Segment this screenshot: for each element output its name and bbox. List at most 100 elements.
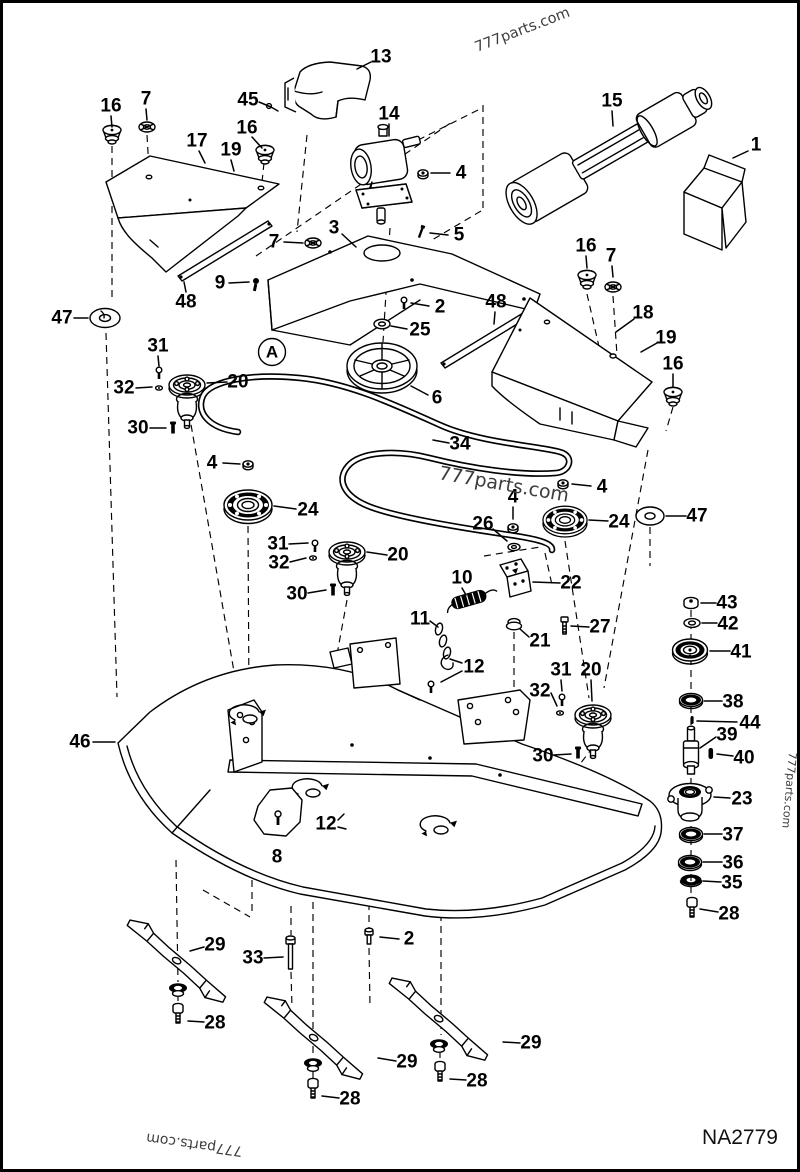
part-callout-16: 16	[100, 96, 121, 117]
washer-47-left	[89, 307, 121, 329]
part-callout-20: 20	[387, 545, 408, 566]
callout-leader-34-32	[432, 439, 450, 444]
callout-leader-31-26	[157, 355, 160, 367]
callout-leader-7-13	[283, 241, 304, 244]
section-marker-letter: A	[266, 343, 278, 362]
callout-leader-48-15	[183, 281, 187, 293]
part-callout-5: 5	[454, 225, 465, 246]
part-callout-33: 33	[242, 948, 263, 969]
flange-nut-7-a	[138, 121, 156, 133]
part-callout-48: 48	[485, 292, 506, 313]
bearing-38	[678, 692, 704, 710]
part-callout-14: 14	[378, 104, 400, 125]
wear-strip-48-left	[177, 220, 273, 282]
callout-leader-28-72	[321, 1095, 340, 1099]
callout-leader-2-16	[410, 302, 430, 307]
part-callout-4: 4	[207, 453, 218, 474]
deflector-right-18-19	[491, 297, 653, 448]
flange-nut-7-b	[304, 237, 322, 249]
part-callout-45: 45	[237, 90, 259, 111]
part-callout-30: 30	[127, 418, 148, 439]
part-callout-12: 12	[463, 657, 484, 678]
washer-42	[683, 617, 701, 629]
callout-leader-32-27	[135, 386, 153, 389]
part-callout-16: 16	[662, 354, 683, 375]
key-44	[690, 716, 694, 724]
part-callout-47: 47	[51, 308, 72, 329]
callout-leader-39-57	[699, 736, 717, 749]
part-callout-8: 8	[272, 847, 283, 868]
callout-leader-15-8	[611, 110, 614, 127]
part-callout-20: 20	[227, 372, 248, 393]
part-callout-31: 31	[267, 534, 289, 555]
callout-leader-23-59	[713, 796, 731, 799]
washer-26	[507, 542, 521, 552]
part-callout-32: 32	[113, 378, 134, 399]
chain-links-11	[434, 622, 452, 660]
callout-leader-26-35	[492, 528, 508, 542]
callout-leader-29-73	[502, 1041, 521, 1044]
part-callout-20: 20	[580, 660, 601, 681]
part-callout-46: 46	[69, 732, 90, 753]
part-callout-30: 30	[286, 584, 307, 605]
bolt-27	[560, 616, 569, 635]
part-callout-37: 37	[722, 825, 743, 846]
deflector-left-17-19	[105, 155, 280, 273]
part-callout-22: 22	[560, 573, 581, 594]
callout-leader-33-68	[263, 956, 284, 959]
callout-leader-27-46	[570, 625, 590, 628]
flange-nut-7-c	[604, 281, 622, 293]
part-callout-42: 42	[717, 614, 738, 635]
bolt-33	[285, 935, 296, 970]
part-callout-17: 17	[186, 131, 207, 152]
callout-leader-31-38	[288, 542, 309, 545]
gearbox-14	[350, 123, 421, 225]
callout-leader-30-41	[307, 589, 327, 594]
callout-leader-30-51	[553, 753, 572, 756]
bearing-housing-23	[667, 782, 713, 822]
part-callout-31: 31	[550, 660, 572, 681]
bearing-36	[677, 854, 703, 872]
pulley-41	[671, 638, 709, 665]
callout-leader-5-11	[429, 232, 449, 236]
callout-leader-44-56	[696, 720, 738, 723]
spring-10	[446, 589, 498, 614]
part-callout-19: 19	[220, 140, 241, 161]
part-callout-35: 35	[721, 873, 743, 894]
washer-25	[373, 318, 391, 330]
callout-leader-12-44	[440, 670, 463, 683]
callout-leader-7-3	[145, 108, 148, 121]
callout-leader-24-31	[273, 505, 297, 510]
part-callout-7: 7	[606, 246, 617, 267]
callout-leader-19-21	[640, 342, 658, 353]
pto-shaft-15	[505, 86, 713, 225]
part-callout-28: 28	[339, 1089, 360, 1110]
callout-leader-28-63	[699, 908, 719, 913]
part-callout-16: 16	[575, 236, 596, 257]
part-callout-43: 43	[716, 593, 737, 614]
callout-leader-4-30	[222, 462, 241, 465]
callout-leader-29-67	[189, 946, 205, 952]
assembly-dashed-lines	[105, 105, 692, 1087]
part-callout-24: 24	[608, 512, 630, 533]
part-callout-16: 16	[236, 118, 257, 139]
callout-leader-25-17	[390, 325, 408, 330]
part-callout-24: 24	[297, 500, 319, 521]
section-marker-a-1: A	[257, 337, 287, 367]
part-callout-4: 4	[508, 487, 519, 508]
washer-32-c	[555, 710, 565, 716]
part-callout-30: 30	[532, 746, 553, 767]
key-40	[708, 748, 714, 759]
washer-47-right	[635, 506, 665, 526]
part-callout-21: 21	[529, 631, 551, 652]
part-callout-6: 6	[432, 388, 443, 409]
part-callout-40: 40	[733, 748, 754, 769]
callout-leader-45-1	[258, 101, 272, 108]
callout-leader-28-70	[187, 1020, 205, 1023]
idler-pulley-24-b	[542, 505, 588, 538]
part-callout-7: 7	[269, 232, 280, 253]
part-callout-28: 28	[718, 904, 739, 925]
part-callout-39: 39	[716, 725, 737, 746]
